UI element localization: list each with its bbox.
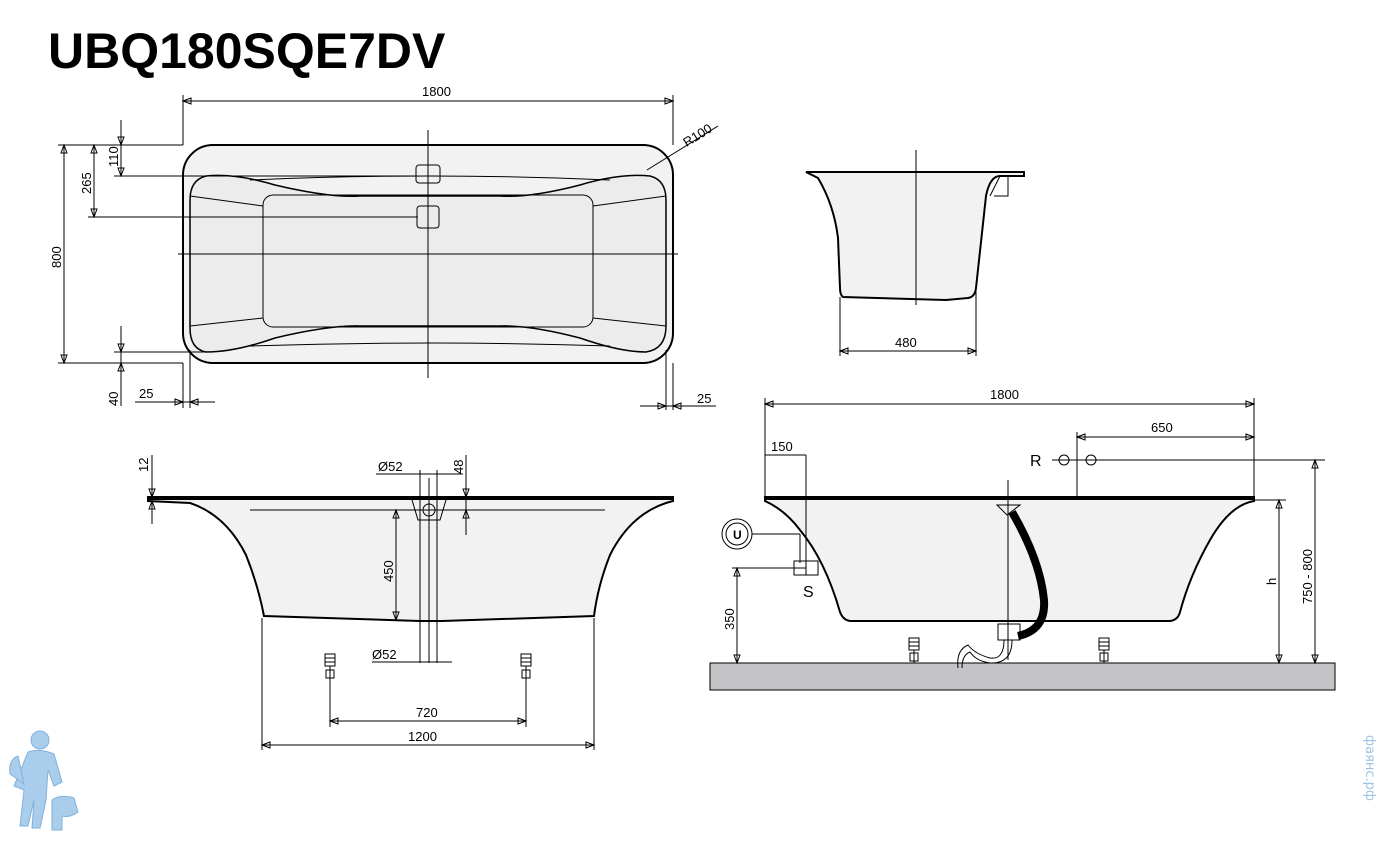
dim-corner-radius: R100 xyxy=(680,121,714,150)
side-view: 1800 650 150 R 750 - 800 h 350 U xyxy=(709,387,1336,691)
dim-front-outlet-dia: Ø52 xyxy=(372,647,397,662)
dim-front-base-length: 1200 xyxy=(408,729,437,744)
dim-top-width: 800 xyxy=(49,246,64,268)
dim-side-150: 150 xyxy=(771,439,793,454)
side-tub-outline xyxy=(764,496,1255,622)
drain-hose xyxy=(1008,509,1049,640)
top-view: 1800 R100 800 265 110 40 25 xyxy=(49,84,719,410)
end-tub-outline xyxy=(805,171,1025,302)
side-foot-left xyxy=(908,637,920,663)
model-title: UBQ180SQE7DV xyxy=(48,23,446,79)
front-foot-right xyxy=(520,653,532,680)
label-R: R xyxy=(1030,453,1042,470)
dim-side-h: h xyxy=(1264,578,1279,585)
watermark: фаянс.рф xyxy=(1362,735,1377,802)
dim-side-650: 650 xyxy=(1151,420,1173,435)
plumber-mascot-logo xyxy=(9,730,79,831)
rear-slot xyxy=(249,342,611,347)
backrest-line-left xyxy=(189,195,264,327)
dim-drain-265: 265 xyxy=(79,172,94,194)
dim-edge-left-25: 25 xyxy=(139,386,153,401)
dim-end-bottom-width: 480 xyxy=(895,335,917,350)
dim-side-height-range: 750 - 800 xyxy=(1300,549,1315,604)
dim-edge-right-25: 25 xyxy=(697,391,711,406)
label-S: S xyxy=(803,584,814,601)
dim-front-feet-spacing: 720 xyxy=(416,705,438,720)
dim-front-drain-dia: Ø52 xyxy=(378,459,403,474)
front-foot-left xyxy=(324,653,336,680)
overflow-slot xyxy=(249,175,611,181)
drain-trap xyxy=(997,623,1021,641)
backrest-line-right xyxy=(592,195,667,327)
dim-front-depth: 450 xyxy=(381,560,396,582)
floor xyxy=(709,662,1336,691)
dim-side-length: 1800 xyxy=(990,387,1019,402)
dim-top-length: 1800 xyxy=(422,84,451,99)
dim-front-48: 48 xyxy=(451,460,466,474)
label-U: U xyxy=(733,528,742,542)
front-view: 12 Ø52 48 450 Ø52 720 xyxy=(136,455,674,750)
dim-front-rim-12: 12 xyxy=(136,458,151,472)
front-tub-outline xyxy=(147,496,674,622)
dim-edge-40: 40 xyxy=(106,392,121,406)
dim-overflow-110: 110 xyxy=(106,146,121,167)
end-view: 480 xyxy=(805,150,1025,356)
dim-side-350: 350 xyxy=(722,608,737,630)
side-foot-right xyxy=(1098,637,1110,663)
